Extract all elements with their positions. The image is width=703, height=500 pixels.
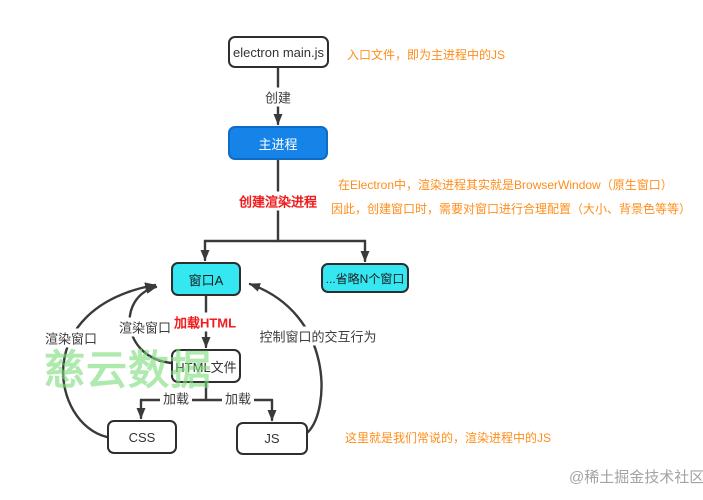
edge-label-render-window-outer: 渲染窗口 — [41, 328, 101, 348]
edge-label-load-html: 加载HTML — [170, 312, 240, 332]
annotation-render-js: 这里就是我们常说的，渲染进程中的JS — [345, 431, 552, 445]
watermark-ciyun: 慈云数据 — [44, 347, 212, 393]
edge-label-create: 创建 — [261, 87, 295, 107]
node-js: JS — [236, 422, 308, 455]
node-window-a: 窗口A — [171, 262, 241, 296]
annotation-entry-file: 入口文件，即为主进程中的JS — [347, 48, 506, 62]
node-css: CSS — [107, 420, 177, 454]
node-windows-n: ...省略N个窗口 — [321, 263, 409, 293]
annotation-render-is-browserwindow: 在Electron中，渲染进程其实就是BrowserWindow（原生窗口） — [338, 178, 673, 192]
edge-js-control-window — [248, 282, 323, 434]
node-main-process: 主进程 — [228, 126, 328, 160]
watermark-juejin-credit: @稀土掘金技术社区 — [569, 469, 703, 486]
edge-css-render-window — [62, 282, 157, 439]
edge-label-render-window-inner: 渲染窗口 — [115, 317, 175, 337]
node-html-file: HTML文件 — [171, 349, 241, 383]
edge-label-load-js: 加载 — [221, 388, 255, 408]
edge-label-load-css: 加载 — [159, 388, 193, 408]
edge-label-create-render-process: 创建渲染进程 — [235, 191, 321, 211]
edge-label-control-interaction: 控制窗口的交互行为 — [256, 326, 380, 346]
annotation-config-window: 因此，创建窗口时，需要对窗口进行合理配置（大小、背景色等等） — [331, 202, 692, 216]
node-electron-main-js: electron main.js — [228, 36, 329, 68]
